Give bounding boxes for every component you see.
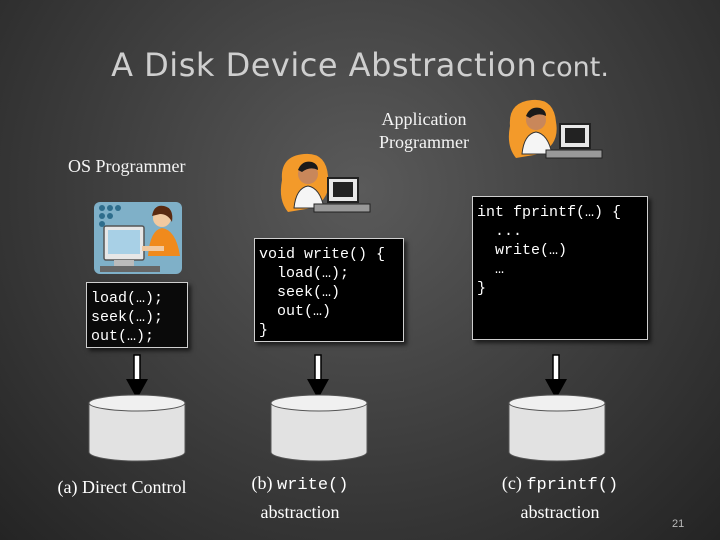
caption-fprintf-abstraction: (c) fprintf() abstraction — [472, 470, 648, 525]
fprintf-abstraction-code: int fprintf(…) { ... write(…) … } — [472, 196, 648, 340]
direct-control-code: load(…); seek(…); out(…); — [86, 282, 188, 348]
caption-c-code: fprintf() — [526, 476, 619, 495]
app-programmer-line1: Application — [381, 109, 467, 129]
caption-direct-control: (a) Direct Control — [57, 477, 187, 497]
caption-b-suffix: abstraction — [260, 502, 340, 522]
title-main: A Disk Device Abstraction — [111, 46, 538, 84]
disk-icon — [508, 394, 606, 462]
app-programmer-line2: Programmer — [379, 132, 469, 152]
arrow-down-icon — [307, 354, 329, 399]
woman-at-computer-icon — [94, 202, 182, 274]
caption-write-abstraction: (b) write() abstraction — [222, 470, 378, 525]
disk-icon — [270, 394, 368, 462]
man-at-computer-icon — [280, 153, 371, 213]
app-programmer-label: Application Programmer — [374, 108, 474, 154]
caption-b-prefix: (b) — [251, 473, 278, 493]
slide-number: 21 — [672, 518, 685, 530]
title-cont: cont. — [541, 52, 609, 83]
caption-c-prefix: (c) — [501, 473, 527, 493]
write-abstraction-code: void write() { load(…); seek(…) out(…) } — [254, 238, 404, 342]
os-programmer-label: OS Programmer — [68, 156, 186, 176]
man-at-computer-icon — [508, 99, 603, 159]
caption-c-suffix: abstraction — [520, 502, 600, 522]
caption-b-code: write() — [277, 476, 349, 495]
arrow-down-icon — [545, 354, 567, 399]
arrow-down-icon — [126, 354, 148, 399]
disk-icon — [88, 394, 186, 462]
